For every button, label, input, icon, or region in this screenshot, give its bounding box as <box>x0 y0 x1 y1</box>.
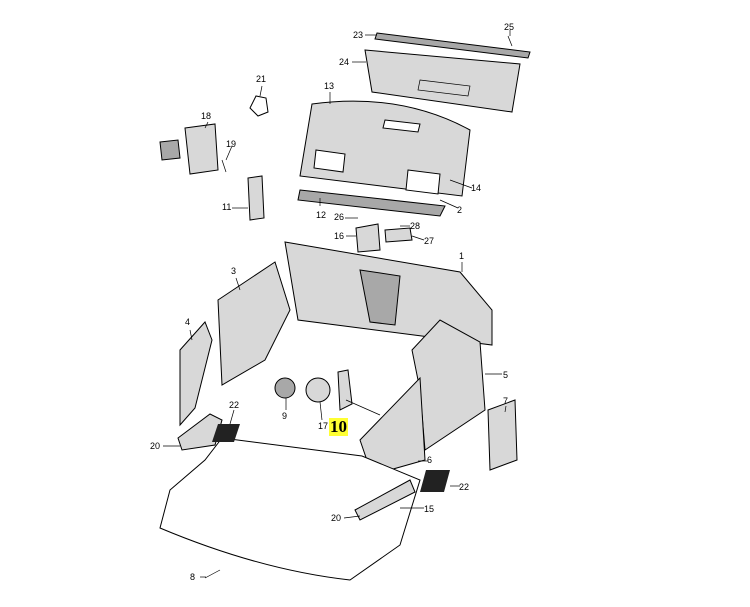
callout-13: 13 <box>324 81 335 91</box>
callout-12: 12 <box>316 210 327 220</box>
callout-23: 23 <box>353 30 364 40</box>
callout-21: 21 <box>256 74 267 84</box>
callout-28: 28 <box>410 221 421 231</box>
callout-11: 11 <box>222 202 232 212</box>
part-16-bracket <box>355 223 381 253</box>
part-15-floor-panel <box>159 437 421 581</box>
callout-22b: 22 <box>459 482 470 492</box>
callout-7: 7 <box>503 396 509 406</box>
callout-6: 6 <box>427 455 433 465</box>
callout-24: 24 <box>339 57 350 67</box>
part-4-left-cover <box>179 321 213 427</box>
callout-3: 3 <box>231 266 237 276</box>
callout-10-highlighted[interactable]: 10 <box>329 417 348 436</box>
callout-15: 15 <box>424 504 435 514</box>
callout-16: 16 <box>334 231 345 241</box>
callout-20: 20 <box>150 441 161 451</box>
callout-8: 8 <box>190 572 196 582</box>
callout-26: 26 <box>334 212 345 222</box>
callout-5: 5 <box>503 370 509 380</box>
part-17-cap <box>305 377 331 403</box>
callout-17: 17 <box>318 421 329 431</box>
part-22-pad-left <box>212 424 240 442</box>
part-23-strip <box>374 32 531 59</box>
part-9-fastener <box>274 377 296 399</box>
part-22-pad-right <box>420 470 450 492</box>
callout-27: 27 <box>424 236 435 246</box>
part-18-bezel <box>184 123 219 175</box>
part-11-bracket <box>247 175 265 221</box>
part-7-cover <box>487 399 518 471</box>
callout-19: 19 <box>226 139 237 149</box>
callout-4: 4 <box>185 317 191 327</box>
callout-2: 2 <box>457 205 463 215</box>
part-3-left-side-trim <box>217 261 291 386</box>
part-10-hook <box>337 369 353 411</box>
part-19-screw <box>221 159 227 173</box>
part-21-clip <box>249 95 269 117</box>
part-13-lid-trim <box>299 100 471 197</box>
callout-1: 1 <box>459 251 465 261</box>
part-27-latch <box>384 227 413 243</box>
callout-18: 18 <box>201 111 212 121</box>
part-8-screw <box>204 569 221 579</box>
callout-22: 22 <box>229 400 240 410</box>
callout-20b: 20 <box>331 513 342 523</box>
part-12-strip <box>297 189 446 217</box>
callout-14: 14 <box>471 183 482 193</box>
callout-25: 25 <box>504 22 515 32</box>
part-20-bracket-right <box>354 479 416 521</box>
callout-9: 9 <box>282 411 288 421</box>
part-24-parcel-shelf <box>364 49 521 113</box>
part-25-screw <box>507 35 513 47</box>
leader-lines <box>163 30 511 578</box>
